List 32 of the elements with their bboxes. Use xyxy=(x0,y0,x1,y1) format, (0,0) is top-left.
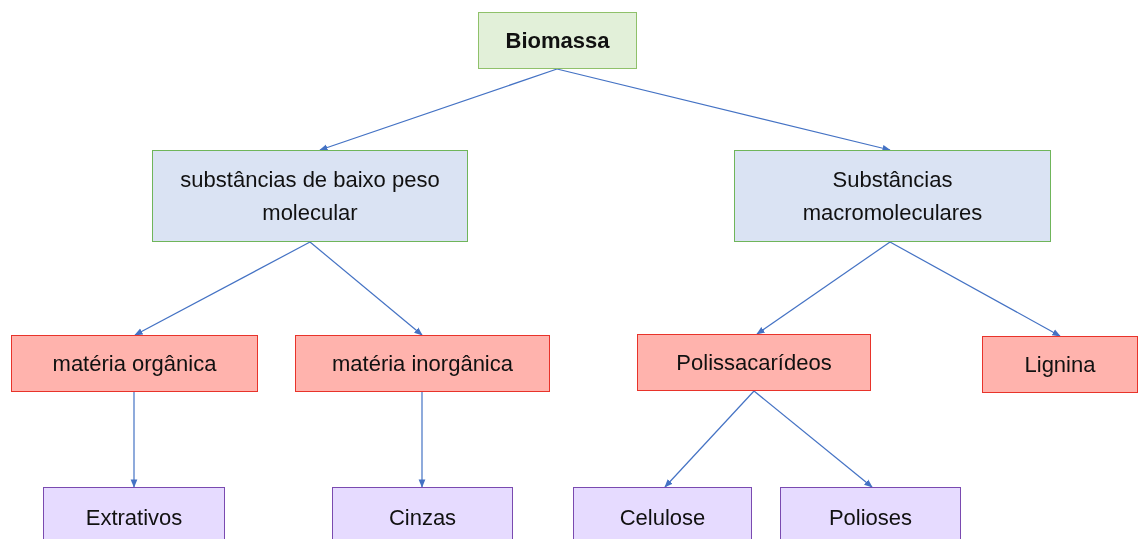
subcategory-box xyxy=(11,335,258,392)
arrow xyxy=(753,390,873,488)
node-label: Extrativos xyxy=(85,503,183,532)
node-label: Cinzas xyxy=(388,503,457,532)
arrow xyxy=(418,391,426,488)
arrow xyxy=(756,241,891,335)
category-box xyxy=(152,150,468,242)
arrow xyxy=(134,241,311,336)
node-label: Lignina xyxy=(1024,351,1096,379)
arrow xyxy=(556,68,891,152)
node-label: Substâncias macromoleculares xyxy=(801,166,984,227)
subcategory-box xyxy=(637,334,871,391)
arrow xyxy=(664,390,755,488)
subcategory-box xyxy=(295,335,550,392)
node-label: matéria inorgânica xyxy=(332,350,513,378)
root-concept-box xyxy=(478,12,637,69)
arrow xyxy=(889,241,1061,337)
node-label: Celulose xyxy=(619,503,706,532)
arrow xyxy=(309,241,423,336)
node-label: substâncias de baixo peso molecular xyxy=(179,166,441,227)
component-box xyxy=(43,487,225,539)
node-label: Polioses xyxy=(828,503,913,532)
node-label: matéria orgânica xyxy=(52,350,217,378)
arrow xyxy=(319,68,558,151)
component-box xyxy=(780,487,961,539)
arrow xyxy=(130,391,138,488)
component-box xyxy=(332,487,513,539)
node-label: Polissacarídeos xyxy=(676,349,832,377)
category-box xyxy=(734,150,1051,242)
subcategory-box xyxy=(982,336,1138,393)
node-label: Biomassa xyxy=(505,27,610,55)
component-box xyxy=(573,487,752,539)
